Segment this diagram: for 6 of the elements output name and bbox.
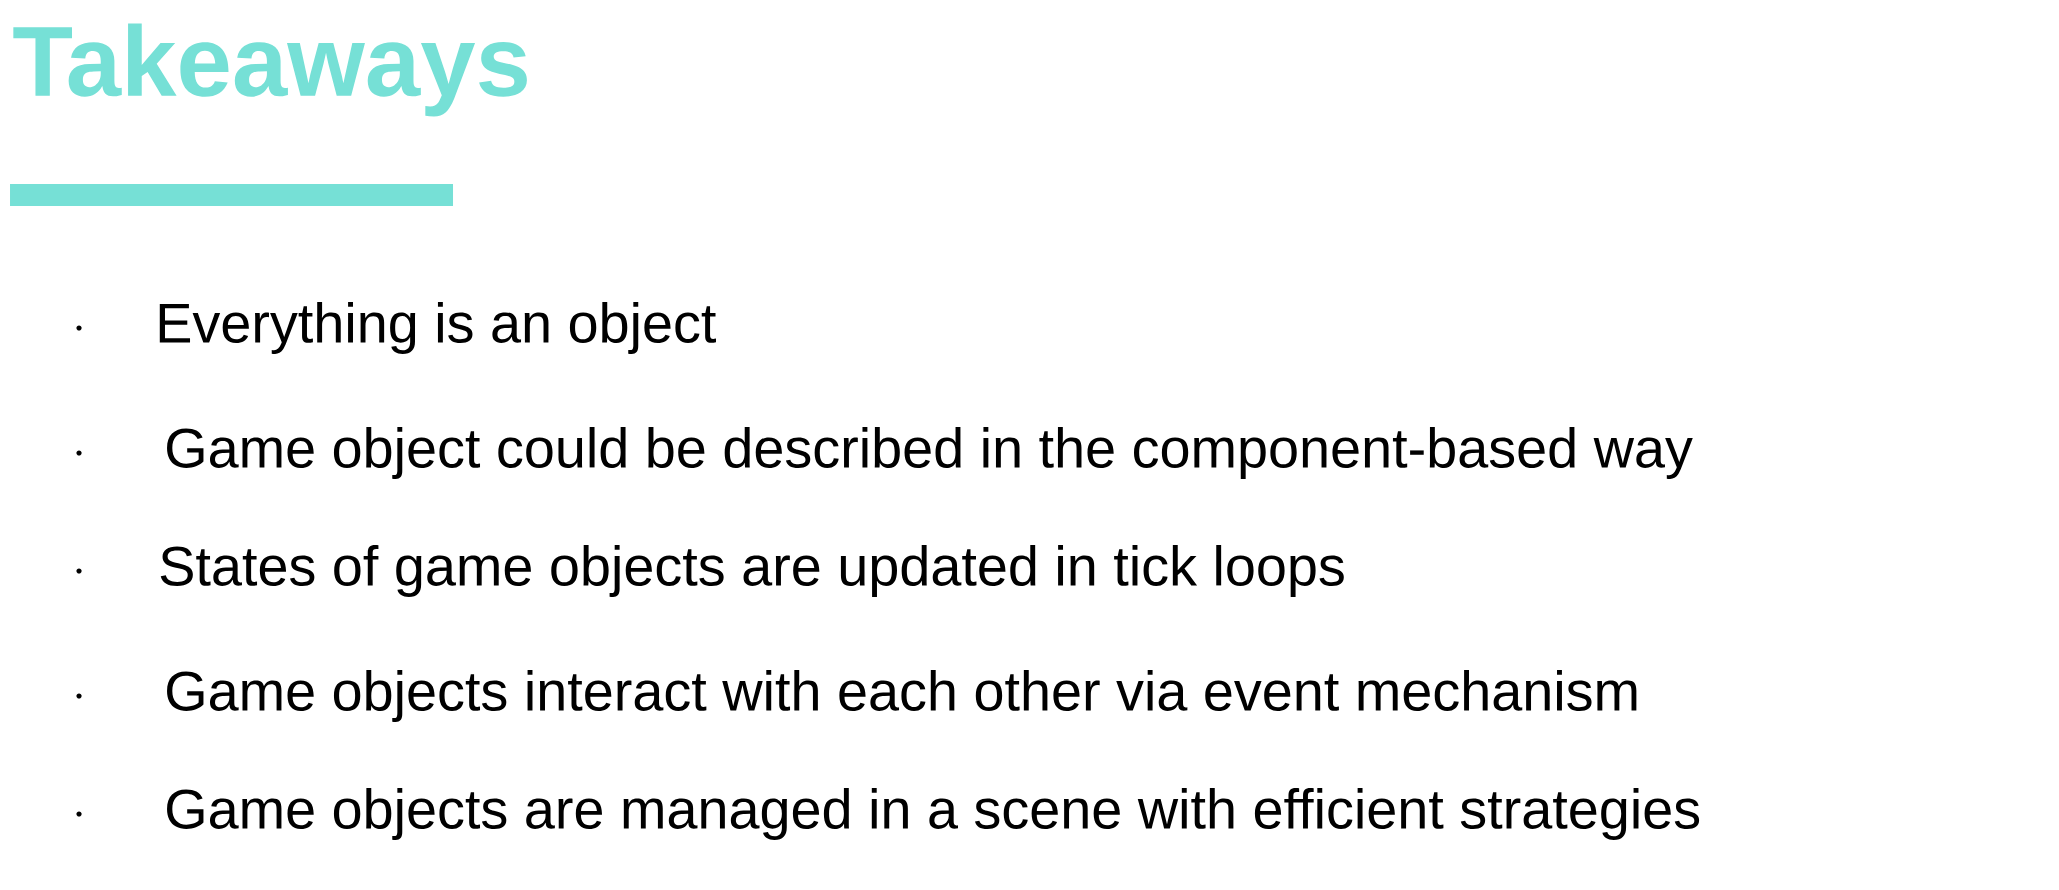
bullet-text: Everything is an object [159, 301, 716, 354]
bullet-text: Game objects interact with each other via event mechanism [167, 669, 1637, 722]
bullet-text: Game objects are managed in a scene with efficient strategies [167, 787, 1700, 840]
bullet-text: Game object could be described in the component-based way [167, 426, 1693, 479]
title: Takeaways [13, 23, 527, 117]
bullet-text: States of game objects are updated in tick loops [160, 544, 1344, 597]
